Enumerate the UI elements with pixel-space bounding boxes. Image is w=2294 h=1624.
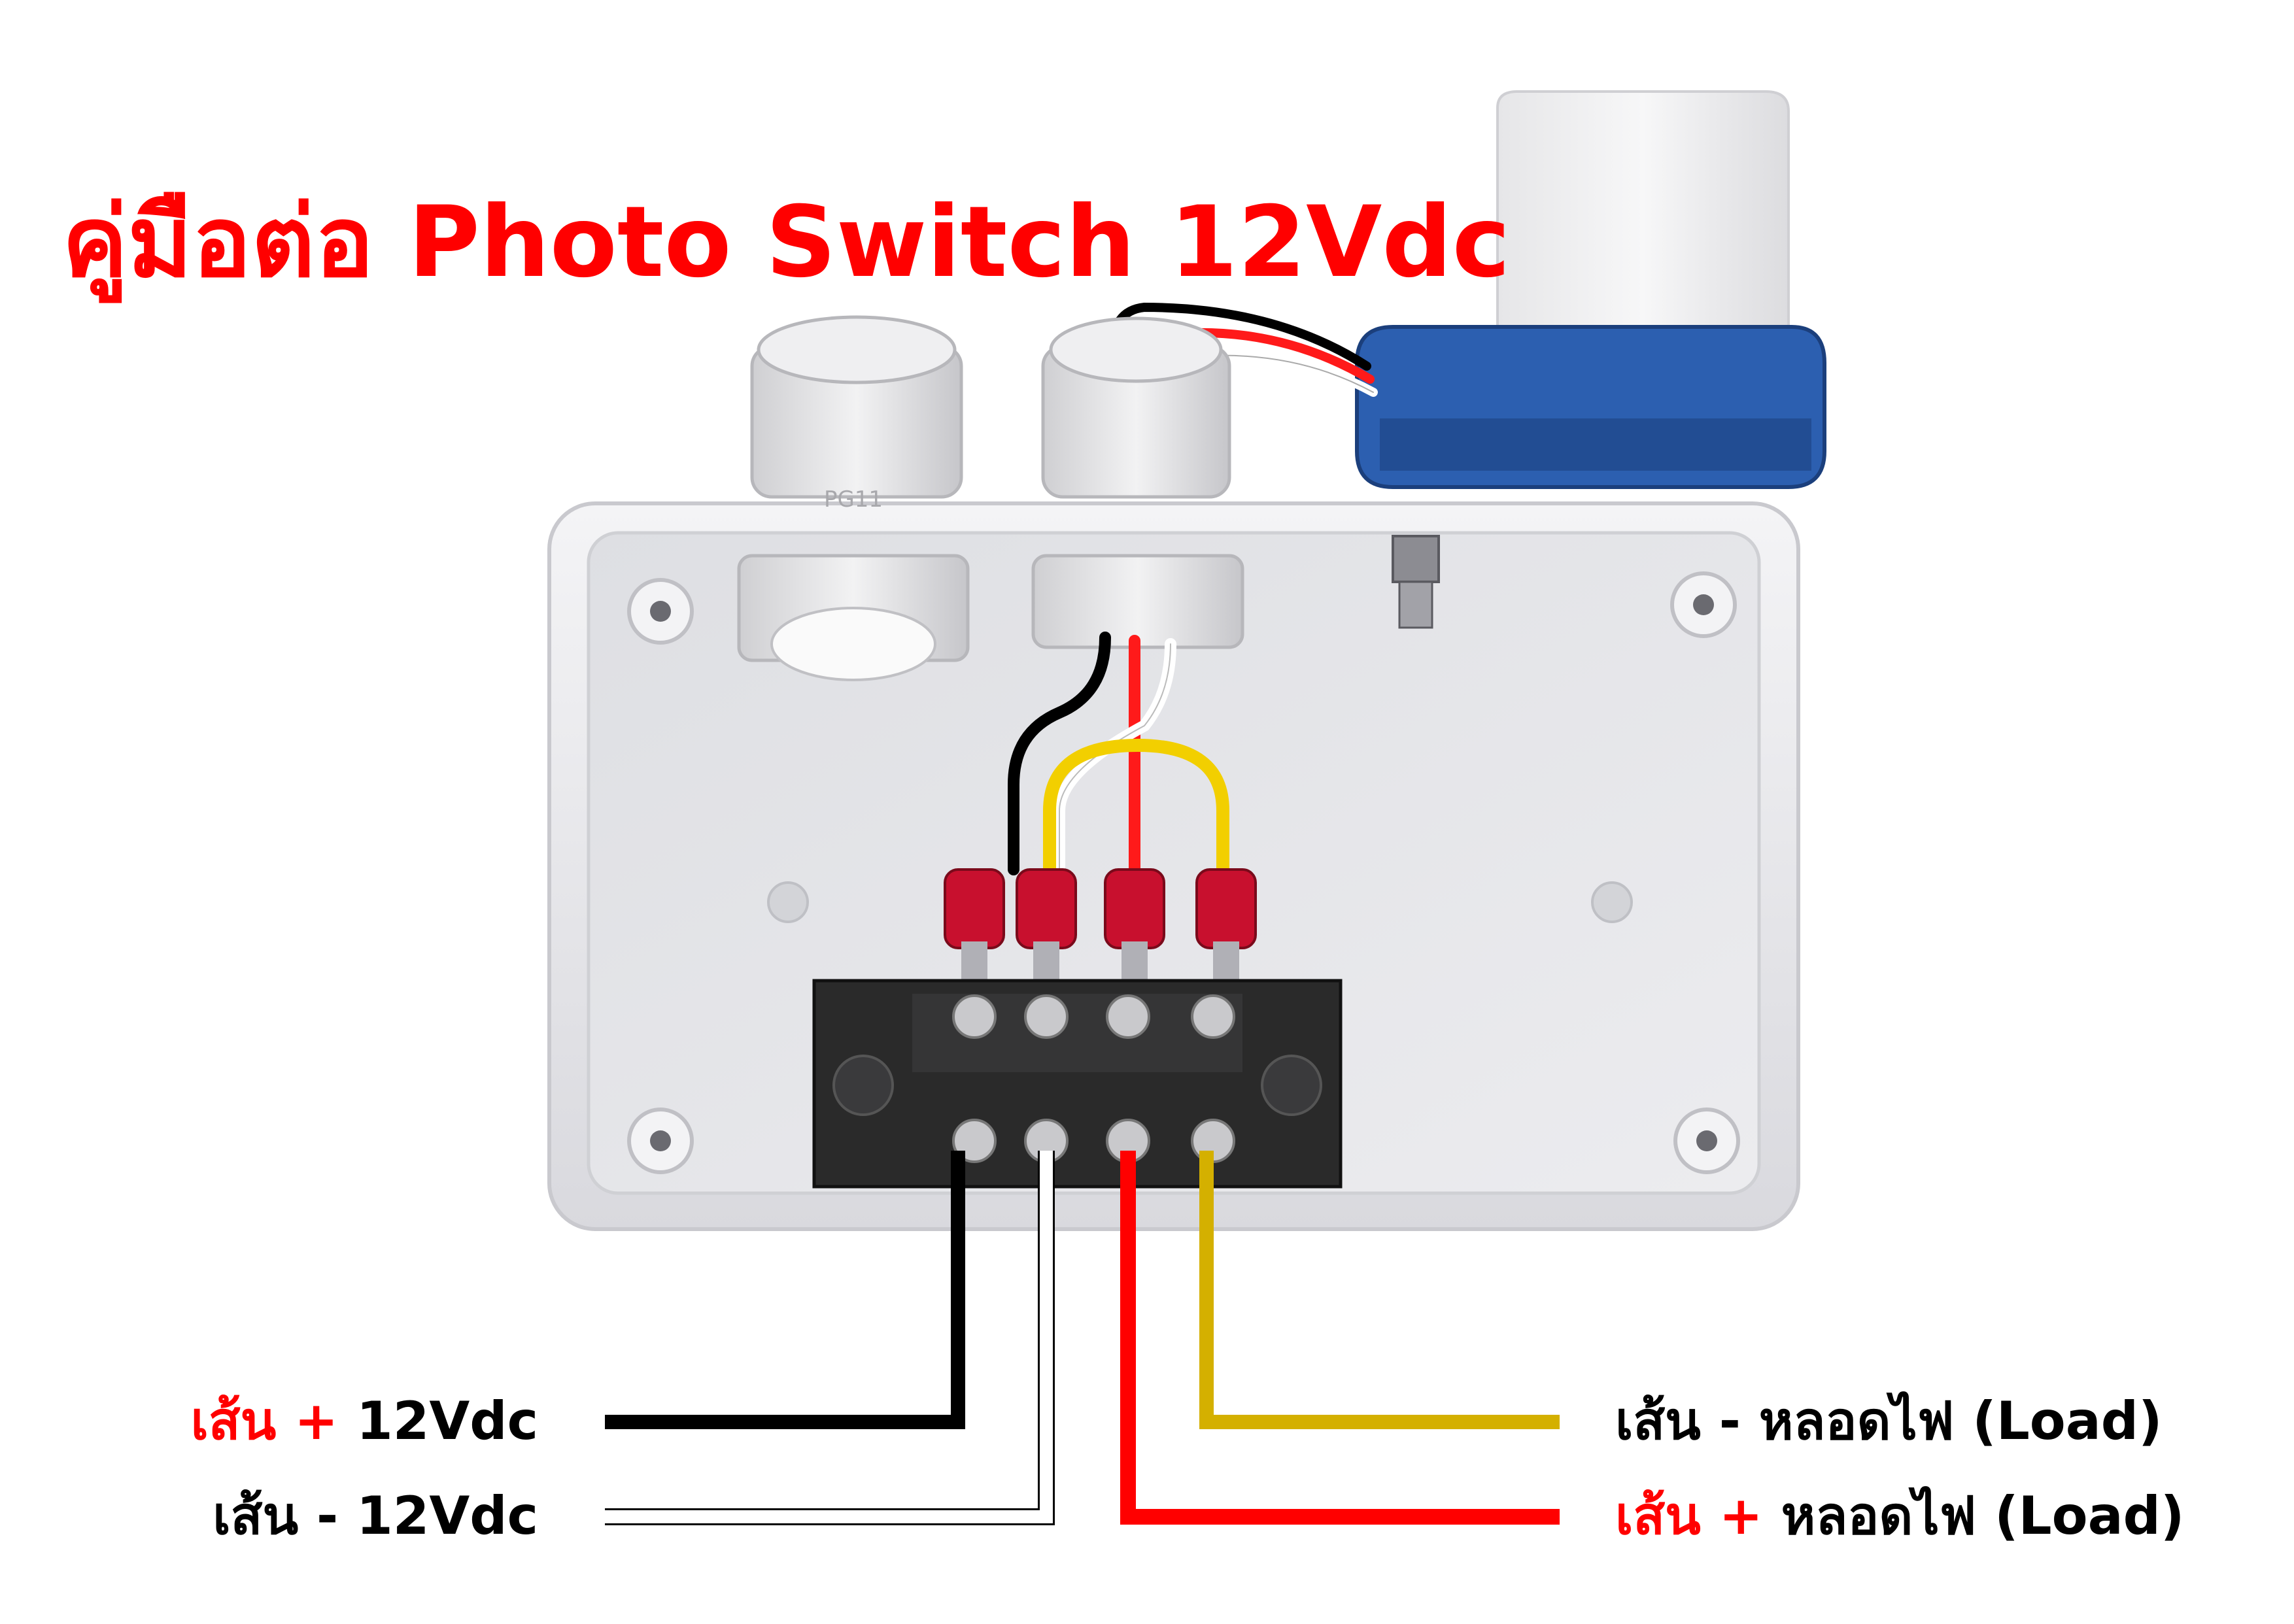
- label-load-negative: เส้น - หลอดไฟ (Load): [1615, 1379, 2163, 1463]
- wire-yellow-load-negative: [1199, 1151, 1560, 1429]
- internal-wires: [1008, 632, 1229, 876]
- wire-red-load-positive: [1120, 1151, 1560, 1525]
- photo-sensor: [1355, 90, 1826, 489]
- screw-post: [627, 1108, 694, 1174]
- wire-white-12v-negative: [605, 1151, 1055, 1525]
- mounting-hole: [1591, 881, 1633, 923]
- label-text: 12Vdc: [356, 1485, 538, 1546]
- crimp-terminal: [1195, 868, 1257, 981]
- terminal-screw: [952, 994, 997, 1163]
- screw-post: [1673, 1108, 1740, 1174]
- cable-gland-left: PG11: [737, 315, 970, 681]
- label-text: หลอดไฟ (Load): [1758, 1391, 2163, 1451]
- terminal-screw: [1024, 994, 1069, 1163]
- label-text: หลอดไฟ (Load): [1781, 1485, 2185, 1546]
- label-sign: เส้น -: [1615, 1391, 1741, 1451]
- mounting-hole: [767, 881, 809, 923]
- sensor-bolt: [1392, 535, 1440, 629]
- terminal-block: [812, 979, 1343, 1189]
- label-12v-positive: เส้น + 12Vdc: [190, 1379, 538, 1463]
- crimp-terminal: [1104, 868, 1165, 981]
- crimp-terminal: [1016, 868, 1077, 981]
- label-sign: เส้น +: [1615, 1485, 1763, 1546]
- label-text: 12Vdc: [356, 1391, 538, 1451]
- label-12v-negative: เส้น - 12Vdc: [213, 1474, 538, 1557]
- page-title: คู่มือต่อ Photo Switch 12Vdc: [62, 185, 1511, 299]
- cable-gland-right: [1031, 316, 1244, 649]
- label-load-positive: เส้น + หลอดไฟ (Load): [1615, 1474, 2184, 1557]
- screw-post: [627, 578, 694, 645]
- crimp-terminal: [944, 868, 1005, 981]
- label-sign: เส้น +: [190, 1391, 339, 1451]
- wire-black-12v-positive: [605, 1151, 965, 1429]
- screw-post: [1670, 571, 1737, 638]
- terminal-screw: [1106, 994, 1150, 1163]
- label-sign: เส้น -: [213, 1485, 339, 1546]
- crimp-terminals: [944, 868, 1257, 981]
- gland-label: PG11: [824, 486, 883, 513]
